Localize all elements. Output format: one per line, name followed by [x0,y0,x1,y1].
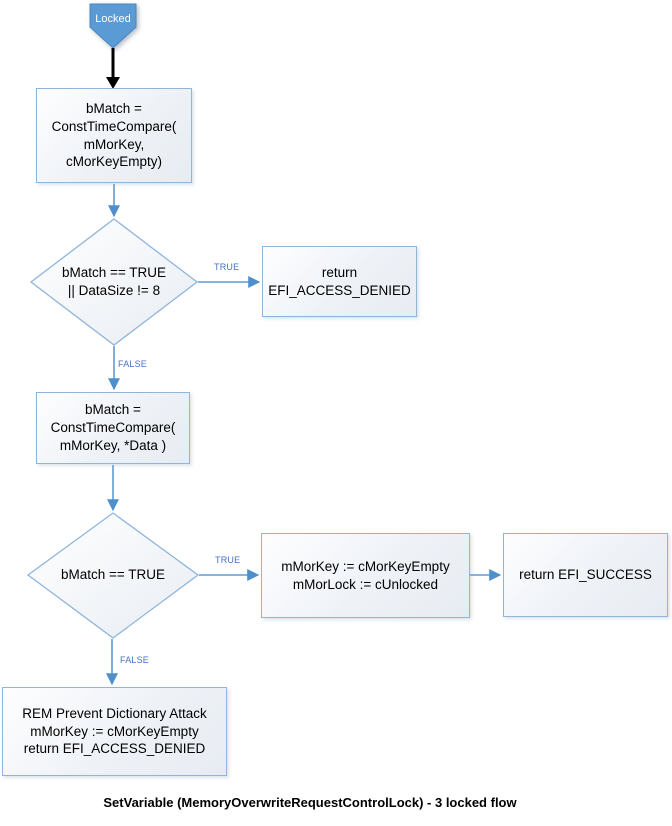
process-compare-data-box: bMatch = ConstTimeCompare( mMorKey, *Dat… [36,392,190,464]
edge-label-false-1: FALSE [118,359,148,369]
edge-label-true-1: TRUE [214,262,240,272]
process-unlock-actions-box: mMorKey := cMorKeyEmpty mMorLock := cUnl… [261,533,470,618]
start-arrowhead-icon [106,77,120,89]
start-pentagon [89,3,137,49]
decision-match-diamond [26,512,200,639]
diagram-caption: SetVariable (MemoryOverwriteRequestContr… [103,795,517,810]
terminal-access-denied-box: return EFI_ACCESS_DENIED [262,246,417,317]
terminal-success-box: return EFI_SUCCESS [503,533,668,617]
start-label: Locked [95,13,131,25]
terminal-deny-final-box: REM Prevent Dictionary Attack mMorKey :=… [2,687,227,776]
decision-match-or-size-diamond [29,218,199,346]
decision-match-label: bMatch == TRUE [60,566,166,582]
decision-match-or-size-label: bMatch == TRUE || DataSize != 8 [61,264,167,298]
process-compare-empty-box: bMatch = ConstTimeCompare( mMorKey, cMor… [36,88,192,183]
edge-label-false-2: FALSE [120,655,150,665]
edge-label-true-2: TRUE [215,555,241,565]
